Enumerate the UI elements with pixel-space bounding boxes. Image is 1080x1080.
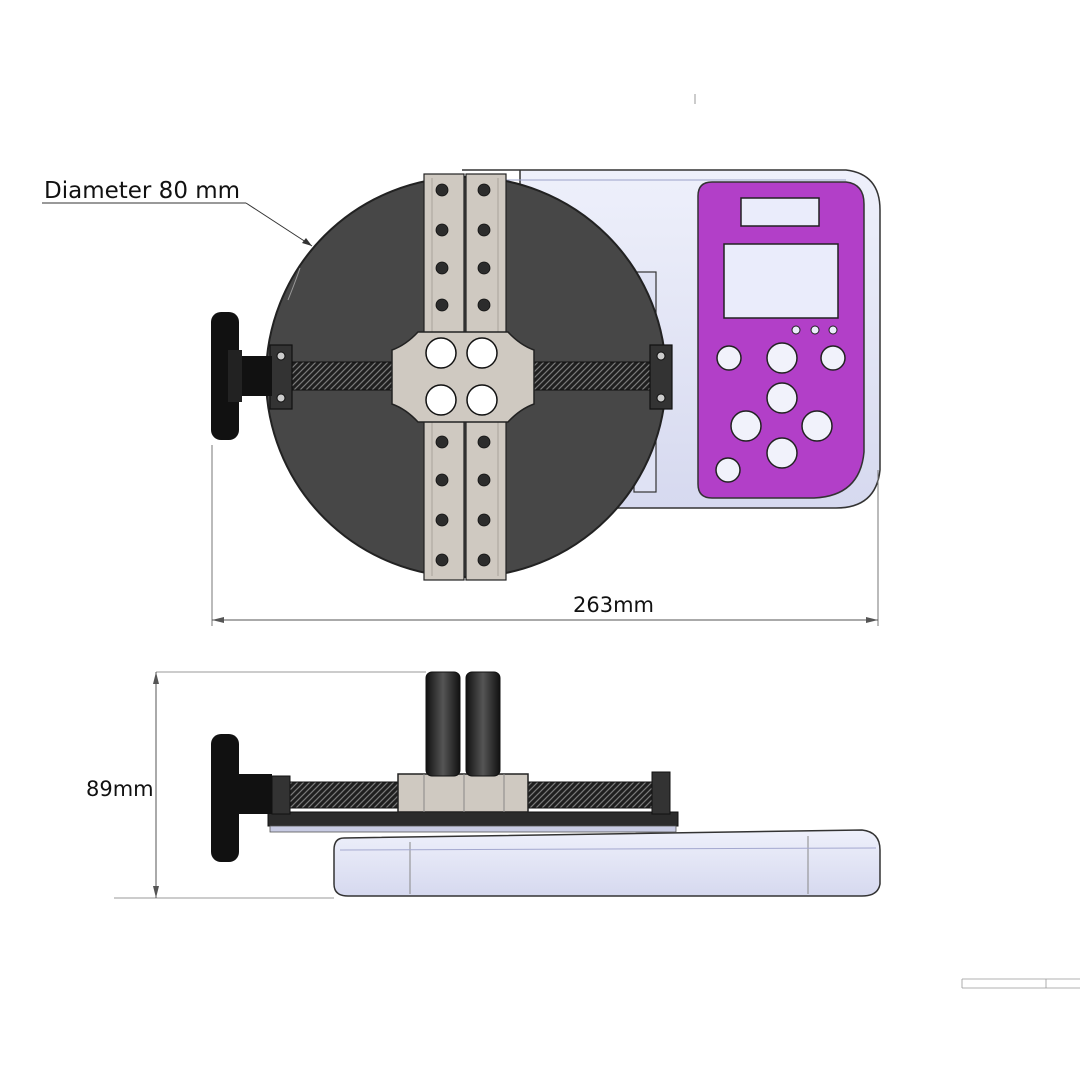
status-window [740, 197, 820, 227]
instrument-base [333, 829, 881, 897]
lcd-display [723, 243, 839, 319]
height-label: 89mm [86, 777, 154, 801]
indicator-leds [791, 325, 838, 335]
height-dimension: 89mm [86, 671, 426, 899]
screw-end-block-left [269, 344, 293, 410]
title-block-fragment [961, 978, 1080, 989]
screw-end-block-right [649, 344, 673, 410]
clamp-hub [391, 331, 535, 423]
side-view [211, 671, 881, 897]
diameter-leader: Diameter 80 mm [42, 178, 313, 247]
clamp-hub-side [397, 773, 529, 813]
clamp-post-right [465, 671, 501, 777]
plate-side [267, 811, 679, 827]
rail-holes [435, 183, 491, 567]
clamp-pins [425, 337, 498, 416]
adjustment-knob [211, 312, 272, 440]
diameter-label: Diameter 80 mm [44, 178, 240, 204]
clamp-post-left [425, 671, 461, 777]
width-dimension: 263mm [211, 445, 879, 626]
width-label: 263mm [573, 593, 654, 617]
keypad-buttons [715, 342, 846, 483]
adjustment-knob-side [211, 734, 272, 862]
top-view [211, 169, 881, 581]
